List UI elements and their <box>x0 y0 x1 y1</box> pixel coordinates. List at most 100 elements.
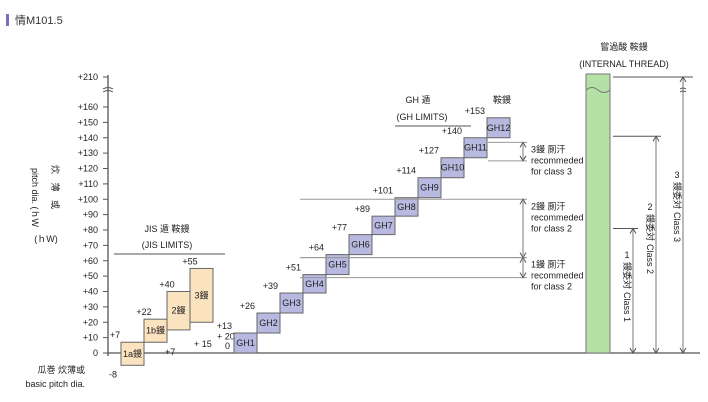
jis-lower-value: + 15 <box>194 339 212 349</box>
rec-label-jp: 3鏝 厠汗 <box>531 143 566 154</box>
class-label-en: Class 2 <box>645 244 655 274</box>
class-label-en: Class 1 <box>622 292 632 322</box>
y-tick-label: +110 <box>78 179 98 189</box>
jis-upper-value: +55 <box>182 256 197 266</box>
title-text: 情M101.5 <box>15 15 63 27</box>
internal-title-jp: 嘗過酸 鞍鏝 <box>600 41 648 52</box>
gh-upper-value: +39 <box>263 281 278 291</box>
gh-box-label: GH12 <box>487 123 511 133</box>
y-tick-label: +90 <box>83 210 98 220</box>
arrow-head-icon <box>519 256 527 279</box>
class-label-en: Class 3 <box>672 212 682 242</box>
rec-label-en1: recommeded <box>531 271 584 281</box>
class-label-jp: 鏝委対 <box>622 262 633 289</box>
gh-upper-value: +127 <box>419 146 439 156</box>
rec-label-en1: recommeded <box>531 212 584 222</box>
gh-box <box>325 254 350 276</box>
rec-label-en2: for class 2 <box>531 223 572 233</box>
gh-upper-value: +77 <box>332 223 347 233</box>
gh-lower-value: 0 <box>225 341 230 351</box>
gh-box-label: GH11 <box>464 143 487 153</box>
internal-title-en: (INTERNAL THREAD) <box>579 59 669 69</box>
gh-upper-value: +51 <box>286 263 301 273</box>
gh-box <box>348 234 373 256</box>
gh-title-jp: GH 遁 <box>405 94 430 105</box>
jis-box-label: 2鏝 <box>171 305 185 316</box>
jis-box-label: 1b鏝 <box>146 325 165 336</box>
rec-label-jp: 1鏝 厠汗 <box>531 259 566 270</box>
gh-box <box>233 332 258 354</box>
arrow-head-icon <box>679 76 687 354</box>
class-label-jp: 鏝委対 <box>672 182 683 209</box>
basic-pitch-label-jp: 瓜巻 炊薄或 <box>37 364 85 375</box>
gh-box <box>279 292 304 314</box>
gh-upper-value: +153 <box>465 106 485 116</box>
rec-label-jp: 2鏝 厠汗 <box>531 200 566 211</box>
page-title: 情M101.5 <box>6 12 63 28</box>
gh-box-label: GH2 <box>259 318 278 328</box>
y-tick-label: +130 <box>78 148 98 158</box>
jis-title-jp: JIS 遁 鞍鏝 <box>144 223 189 234</box>
y-tick-label: +160 <box>78 102 98 112</box>
gh-title-en: (GH LIMITS) <box>397 112 448 122</box>
y-tick-label: +100 <box>78 194 98 204</box>
jis-upper-value: +40 <box>159 280 174 290</box>
internal-thread-bar <box>585 73 611 354</box>
y-tick-label: +120 <box>78 164 98 174</box>
jis-upper-value: +22 <box>136 307 151 317</box>
y-tick-label: +70 <box>83 240 98 250</box>
y-axis-label-en: pitch dia. (ｈW <box>30 168 40 228</box>
gh-upper-value: +13 <box>217 321 232 331</box>
gh-box-label: GH8 <box>397 202 416 212</box>
jis-lower-value: +7 <box>165 347 175 357</box>
jis-lower-value: + 20 <box>217 331 235 341</box>
y-tick-label: +10 <box>83 333 98 343</box>
y-tick-label: +50 <box>83 271 98 281</box>
jis-box <box>120 341 145 366</box>
y-axis-label-jp: 炊 薄 或 <box>50 165 61 212</box>
gh-upper-value: +140 <box>442 126 462 136</box>
basic-pitch-label-en: basic pitch dia. <box>25 379 85 389</box>
break-icon <box>679 87 687 93</box>
gh-box-label: GH1 <box>236 338 255 348</box>
jis-box-label: 1a鏝 <box>123 348 142 359</box>
jis-box <box>143 318 168 343</box>
gh-upper-value: +26 <box>240 301 255 311</box>
y-tick-label: +20 <box>83 317 98 327</box>
class-label-jp: 鏝委対 <box>645 214 656 241</box>
gh-box <box>302 274 327 294</box>
jis-title-en: (JIS LIMITS) <box>142 240 193 250</box>
gh-title-jp2: 鞍鏝 <box>493 94 511 105</box>
arrow-head-icon <box>519 141 527 162</box>
gh-box-label: GH10 <box>441 163 465 173</box>
gh-box-label: GH5 <box>328 260 347 270</box>
break-icon <box>585 87 611 93</box>
gh-box-label: GH4 <box>305 279 324 289</box>
jis-lower-value: -8 <box>109 369 117 379</box>
y-tick-label: +80 <box>83 225 98 235</box>
gh-box-label: GH6 <box>351 240 370 250</box>
gh-box <box>440 157 465 179</box>
gh-box <box>417 177 442 199</box>
jis-box <box>189 267 214 323</box>
gh-box-label: GH3 <box>282 298 301 308</box>
class-number: 2 <box>647 202 652 212</box>
y-tick-label: +30 <box>83 302 98 312</box>
y-tick-label: +210 <box>78 72 98 82</box>
gh-box-label: GH9 <box>420 183 439 193</box>
gh-upper-value: +64 <box>309 243 324 253</box>
gh-upper-value: +101 <box>373 186 393 196</box>
y-tick-label: +140 <box>78 133 98 143</box>
gh-box <box>486 117 511 139</box>
jis-box-label: 3鏝 <box>194 289 208 300</box>
y-axis-unit: (ｈW) <box>34 234 58 244</box>
gh-box <box>371 215 396 236</box>
gh-upper-value: +89 <box>355 204 370 214</box>
rec-label-en2: for class 3 <box>531 166 572 176</box>
y-tick-label: +60 <box>83 256 98 266</box>
arrow-head-icon <box>652 135 660 354</box>
gh-upper-value: +114 <box>396 166 416 176</box>
gh-box <box>256 312 281 334</box>
